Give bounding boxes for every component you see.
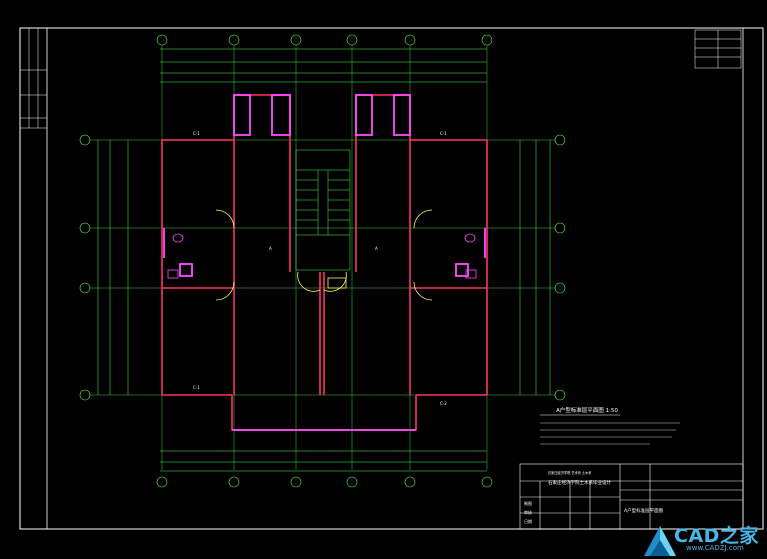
axis-bubble bbox=[228, 476, 240, 488]
inner-frame bbox=[46, 27, 744, 530]
axis-bubble bbox=[79, 222, 91, 234]
axis-bubble bbox=[404, 476, 416, 488]
doors bbox=[215, 209, 433, 301]
bathroom-fixtures bbox=[167, 233, 477, 279]
room-tag: C-1 bbox=[440, 131, 447, 136]
axis-bubble bbox=[554, 389, 566, 401]
unit-label-right: A bbox=[375, 246, 378, 251]
axis-bubble bbox=[79, 282, 91, 294]
windows bbox=[163, 94, 486, 431]
unit-label-left: A bbox=[269, 246, 272, 251]
title-block-row-label: 日期 bbox=[524, 518, 532, 524]
axis-bubble bbox=[481, 34, 493, 46]
axis-bubble bbox=[228, 34, 240, 46]
axis-bubble bbox=[346, 34, 358, 46]
axis-bubble bbox=[79, 389, 91, 401]
title-block-school: 石家庄经济学院土木系毕业设计 bbox=[548, 479, 611, 486]
title-block bbox=[519, 463, 744, 530]
axis-bubble bbox=[346, 476, 358, 488]
top-dimensions bbox=[160, 48, 487, 83]
room-tag: C-1 bbox=[193, 131, 200, 136]
design-notes bbox=[540, 422, 680, 445]
axis-bubble bbox=[290, 476, 302, 488]
title-block-designer: 石家庄经济学院 艺术系 土木系 bbox=[548, 470, 591, 475]
revision-table bbox=[694, 29, 742, 69]
walls bbox=[161, 94, 488, 431]
axis-bubble bbox=[404, 34, 416, 46]
binding-strip bbox=[20, 28, 47, 129]
title-block-sheet-name: A户型标准层平面图 bbox=[624, 507, 664, 514]
axis-bubble bbox=[554, 134, 566, 146]
staircase bbox=[295, 149, 351, 271]
title-block-row-label: 制图 bbox=[524, 500, 532, 506]
axis-bubbles bbox=[79, 34, 566, 488]
bottom-dimensions bbox=[160, 450, 487, 472]
watermark-url: www.CADZJ.com bbox=[686, 544, 744, 552]
axis-bubble bbox=[290, 34, 302, 46]
axis-bubble bbox=[554, 222, 566, 234]
plan-title: A户型标准层平面图 1:50 bbox=[556, 406, 618, 414]
axis-bubble bbox=[79, 134, 91, 146]
cadzj-logo-icon bbox=[644, 526, 676, 556]
room-tag: C-1 bbox=[193, 385, 200, 390]
axis-bubble bbox=[156, 476, 168, 488]
title-block-row-label: 审核 bbox=[524, 509, 532, 515]
right-dimensions bbox=[519, 140, 551, 395]
watermark-brand: CAD之家 bbox=[674, 525, 759, 547]
left-dimensions bbox=[97, 140, 129, 395]
axis-bubble bbox=[156, 34, 168, 46]
room-tag: C-2 bbox=[440, 401, 447, 406]
outer-frame bbox=[19, 27, 764, 530]
axis-bubble bbox=[481, 476, 493, 488]
axis-bubble bbox=[554, 282, 566, 294]
